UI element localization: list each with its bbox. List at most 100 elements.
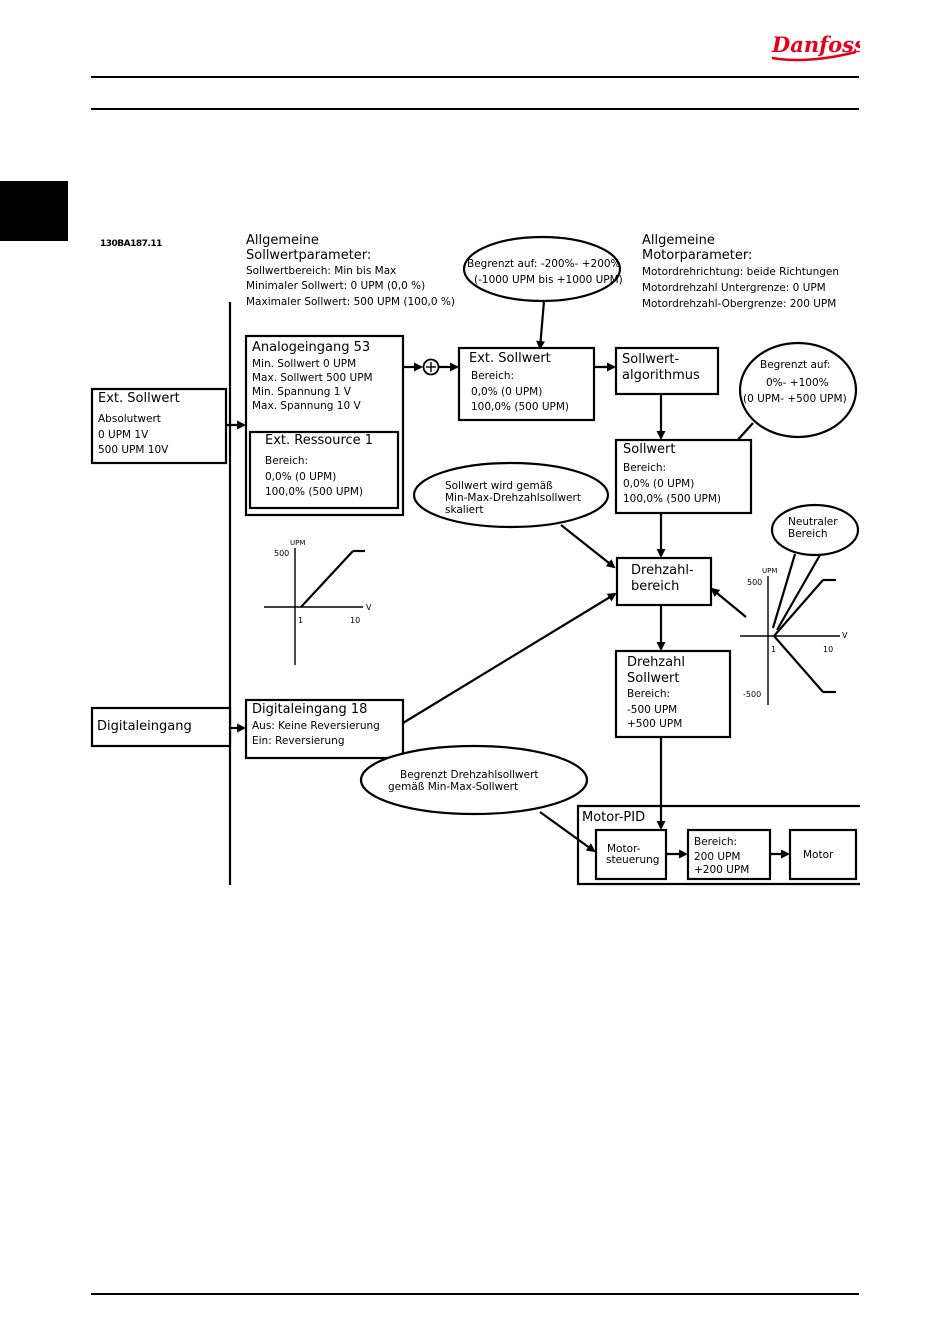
danfoss-logo: Danfoss [771, 32, 860, 62]
diagram-label: Analogeingang 53 [252, 340, 370, 355]
neutral-pointer-2 [776, 554, 821, 631]
diagram-label: Drehzahl- [631, 563, 694, 578]
reference-algorithm-box: Sollwert- algorithmus [614, 346, 720, 396]
general-motor-params: Allgemeine Motorparameter: Motordrehrich… [642, 233, 839, 310]
diagram-label: Min-Max-Drehzahlsollwert [445, 492, 581, 504]
diagram-label: 500 [747, 578, 762, 587]
diagram-label: Motordrehzahl Untergrenze: 0 UPM [642, 282, 826, 294]
graph-line [300, 550, 354, 608]
speed-reference-box: Drehzahl Sollwert Bereich: -500 UPM +500… [614, 649, 732, 739]
neutral-zone-bubble: Neutraler Bereich [770, 503, 860, 557]
header-rule-top [91, 76, 859, 78]
diagram-label: 0,0% (0 UPM) [265, 471, 336, 483]
motor-pid-frame: Motor-PID [576, 804, 860, 886]
diagram-label: (-1000 UPM bis +1000 UPM) [474, 274, 623, 286]
diagram-label: Sollwert- [622, 352, 680, 367]
diagram-label: Aus: Keine Reversierung [252, 720, 380, 732]
diagram-label: 500 [274, 549, 289, 558]
diagram-label: (0 UPM- +500 UPM) [743, 393, 847, 405]
diagram-label: Bereich [788, 528, 828, 540]
chapter-tab [0, 181, 68, 241]
diagram-label: bereich [631, 579, 679, 594]
diagram-label: 0,0% (0 UPM) [471, 386, 542, 398]
footer-rule [91, 1293, 859, 1295]
diagram-label: 200 UPM [694, 851, 740, 863]
analog-scaling-graph: UPM 500 V 1 10 [264, 539, 372, 665]
diagram-label: Max. Spannung 10 V [252, 400, 361, 412]
diagram-label: Bereich: [623, 462, 666, 474]
diagram-label: Allgemeine [642, 233, 715, 248]
arrow-graph-to-speedrange [710, 587, 747, 618]
diagram-label: 0 UPM 1V [98, 429, 149, 441]
diagram-label: 500 UPM 10V [98, 444, 169, 456]
diagram-label: Min. Spannung 1 V [252, 386, 352, 398]
diagram-label: Motor [803, 849, 834, 861]
diagram-label: 0,0% (0 UPM) [623, 478, 694, 490]
diagram-label: Sollwert [627, 671, 680, 686]
limit-bubble-right: Begrenzt auf: 0%- +100% (0 UPM- +500 UPM… [738, 341, 858, 439]
diagram-label: Bereich: [627, 688, 670, 700]
ext-reference-box: Ext. Sollwert Bereich: 0,0% (0 UPM) 100,… [457, 346, 596, 422]
diagram-label: algorithmus [622, 368, 700, 383]
diagram-label: Digitaleingang [97, 719, 192, 734]
ext-reference-input-box: Ext. Sollwert Absolutwert 0 UPM 1V 500 U… [90, 387, 228, 465]
diagram-label: Maximaler Sollwert: 500 UPM (100,0 %) [246, 296, 455, 308]
diagram-label: 1 [771, 645, 776, 654]
diagram-label: skaliert [445, 504, 484, 516]
diagram-label: V [842, 631, 848, 640]
diagram-label: Motor-PID [582, 810, 645, 825]
diagram-label: Digitaleingang 18 [252, 702, 367, 717]
diagram-label: +500 UPM [627, 718, 682, 730]
diagram-label: 10 [823, 645, 833, 654]
motor-control-box: Motor- steuerung [594, 828, 668, 881]
logo-text: Danfoss [771, 32, 860, 57]
limit-bubble-bottom: Begrenzt Drehzahlsollwert gemäß Min-Max-… [359, 744, 589, 816]
diagram-label: Sollwert [623, 442, 676, 457]
reference-box: Sollwert Bereich: 0,0% (0 UPM) 100,0% (5… [614, 438, 753, 515]
diagram-label: Bereich: [265, 455, 308, 467]
figure-ref: 130BA187.11 [100, 239, 162, 249]
speed-range-box: Drehzahl- bereich [615, 556, 713, 607]
diagram-label: Minimaler Sollwert: 0 UPM (0,0 %) [246, 280, 425, 292]
digital-input-box: Digitaleingang [90, 706, 232, 748]
diagram-label: 1 [298, 616, 303, 625]
diagram-label: Bereich: [471, 370, 514, 382]
diagram-label: -500 UPM [627, 704, 677, 716]
diagram-label: -500 [743, 690, 761, 699]
diagram-label: 100,0% (500 UPM) [471, 401, 569, 413]
scale-bubble: Sollwert wird gemäß Min-Max-Drehzahlsoll… [412, 461, 610, 529]
summation-node [422, 358, 440, 376]
diagram-label: Motordrehzahl-Obergrenze: 200 UPM [642, 298, 836, 310]
speed-reversal-graph: UPM 500 -500 V 1 10 [740, 567, 848, 705]
general-reference-params: Allgemeine Sollwertparameter: Sollwertbe… [246, 233, 455, 308]
diagram-label: gemäß Min-Max-Sollwert [388, 781, 518, 793]
ext-resource-box: Ext. Ressource 1 Bereich: 0,0% (0 UPM) 1… [248, 430, 400, 510]
diagram-label: Begrenzt auf: -200%- +200% [467, 258, 621, 270]
diagram-label: Neutraler [788, 516, 838, 528]
limit-bubble-top: Begrenzt auf: -200%- +200% (-1000 UPM bi… [462, 235, 623, 303]
diagram-label: steuerung [606, 854, 659, 866]
motor-box: Motor [788, 828, 858, 881]
diagram-label: 10 [350, 616, 360, 625]
arrow-di18-to-speedrange [402, 592, 617, 724]
diagram-label: Allgemeine [246, 233, 319, 248]
diagram-label: Max. Sollwert 500 UPM [252, 372, 373, 384]
arrow-limit-to-motorctrl [539, 811, 596, 853]
diagram-label: Begrenzt Drehzahlsollwert [400, 769, 539, 781]
diagram-label: Absolutwert [98, 413, 161, 425]
neutral-pointer-1 [771, 553, 797, 629]
digital-input-18-box: Digitaleingang 18 Aus: Keine Reversierun… [244, 698, 405, 760]
diagram-label: V [366, 603, 372, 612]
diagram-label: Ext. Sollwert [98, 391, 180, 406]
diagram-label: Sollwertbereich: Min bis Max [246, 265, 396, 277]
header-rule-bottom [91, 108, 859, 110]
diagram-label: Ext. Sollwert [469, 351, 551, 366]
diagram-label: Motordrehrichtung: beide Richtungen [642, 266, 839, 278]
diagram-label: Ext. Ressource 1 [265, 433, 373, 448]
diagram-label: Ein: Reversierung [252, 735, 345, 747]
diagram-label: 100,0% (500 UPM) [265, 486, 363, 498]
diagram-label: 100,0% (500 UPM) [623, 493, 721, 505]
arrow-limit-to-extref [536, 300, 546, 350]
diagram-label: Drehzahl [627, 655, 685, 670]
